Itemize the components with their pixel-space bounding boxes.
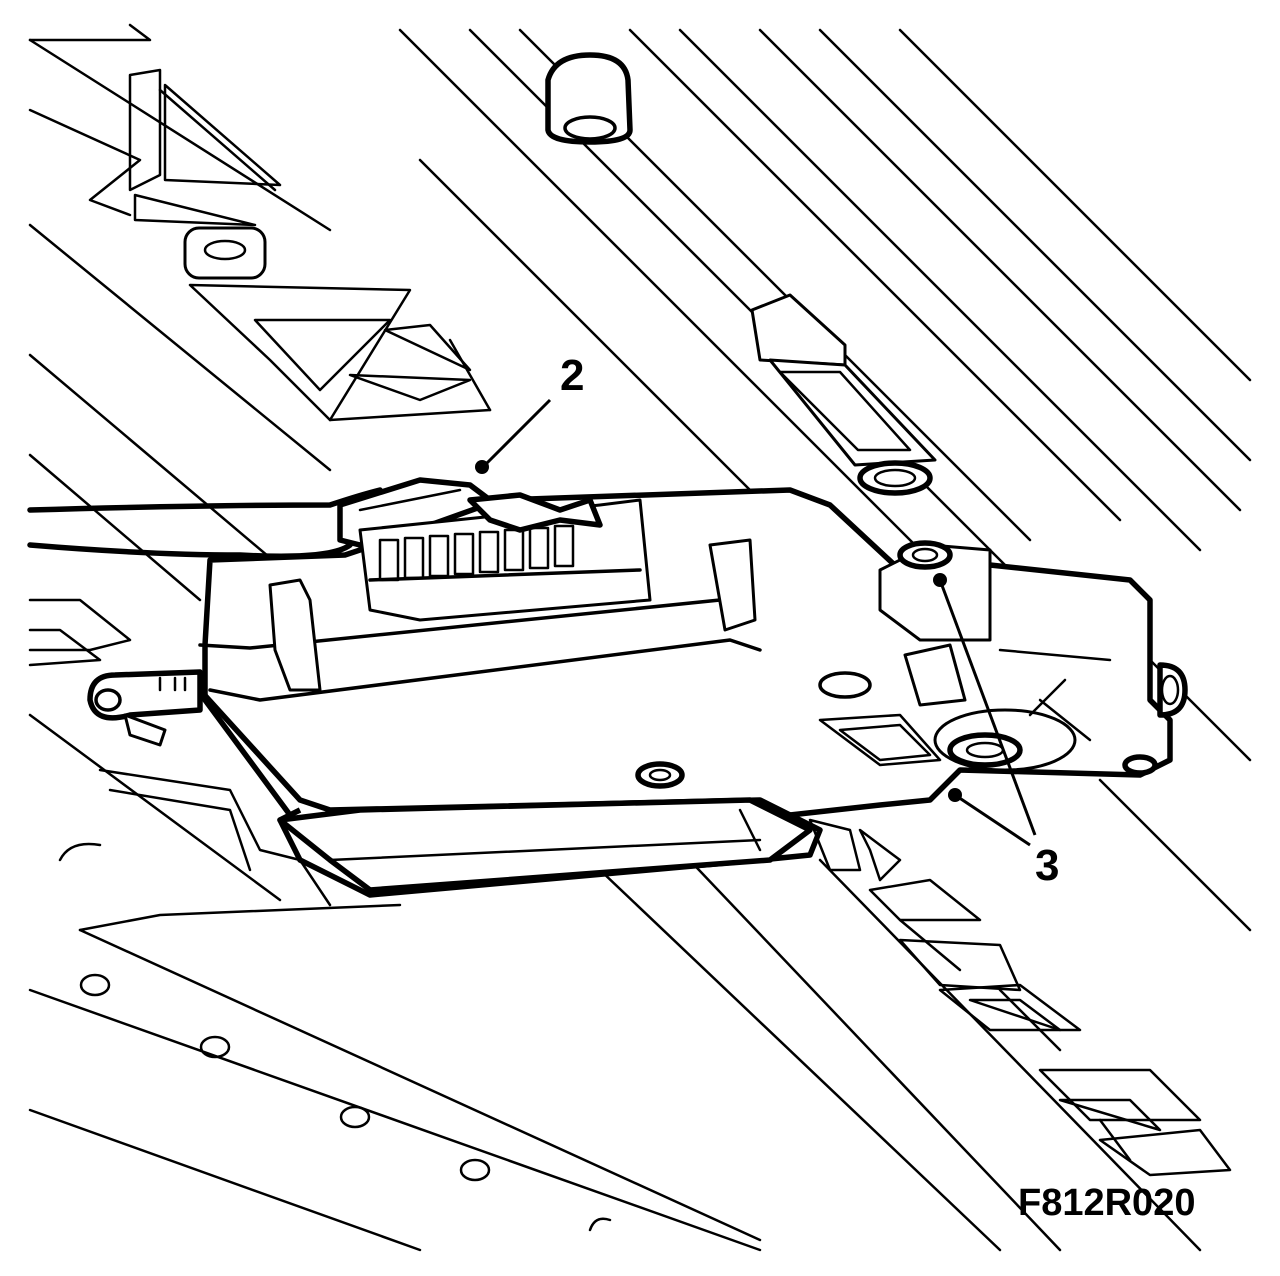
left-bracket	[28, 598, 203, 747]
rail-bracket	[750, 293, 937, 496]
callout-label-2: 2	[560, 351, 584, 400]
control-module	[197, 487, 1188, 898]
upper-stud	[545, 52, 633, 145]
callout-2-leader	[475, 398, 552, 474]
figure-code: F812R020	[1018, 1182, 1195, 1224]
callout-3-leaders	[933, 573, 1037, 847]
lower-right-braced-rail	[808, 818, 1232, 1177]
lower-perforated-rail	[58, 768, 762, 1242]
callout-label-3: 3	[1035, 841, 1059, 890]
upper-left-braced-rail	[28, 23, 492, 422]
